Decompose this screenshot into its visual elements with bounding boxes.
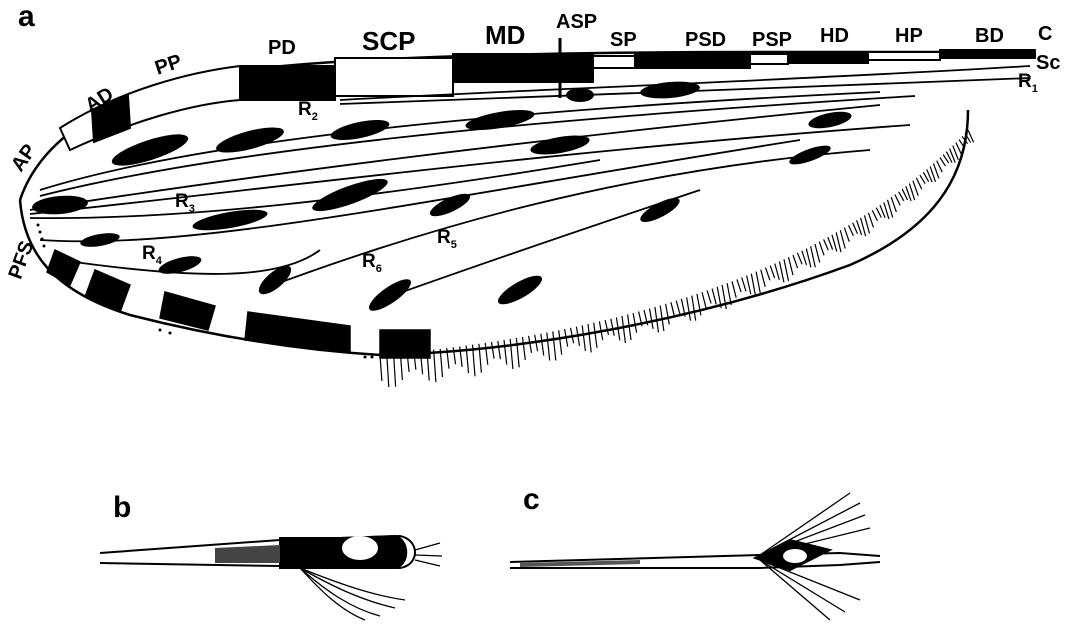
label-HP: HP <box>895 26 923 46</box>
fringe-dark-1 <box>47 250 80 285</box>
label-R6: R6 <box>362 252 382 271</box>
panel-c-pale-spot <box>783 549 807 563</box>
panel-c-label: c <box>523 485 540 515</box>
costal-dark-PD <box>240 66 335 100</box>
fringe-dark-5 <box>380 330 430 358</box>
label-R5: R5 <box>437 228 457 247</box>
fringe-dark-2 <box>85 270 130 312</box>
panel-b-label: b <box>113 493 131 523</box>
panel-b-dark-band <box>280 538 340 568</box>
costal-dark-MD <box>453 54 593 82</box>
label-BD: BD <box>975 26 1004 46</box>
costal-dark-BD <box>940 50 1035 58</box>
label-PSP: PSP <box>752 30 792 50</box>
vein-r5b <box>260 150 870 290</box>
label-SP: SP <box>610 30 637 50</box>
costal-dark-PSD <box>635 54 750 68</box>
label-HD: HD <box>820 26 849 46</box>
label-SCP: SCP <box>362 28 415 54</box>
panel-a-label: a <box>18 2 35 32</box>
label-ASP: ASP <box>556 12 597 32</box>
panel-c-drawing <box>510 493 880 620</box>
fringe-dark-4 <box>245 312 350 352</box>
label-PD: PD <box>268 38 296 58</box>
label-C: C <box>1038 24 1052 44</box>
costal-bar <box>60 38 1035 150</box>
label-PSD: PSD <box>685 30 726 50</box>
label-Sc: Sc <box>1036 53 1060 73</box>
costal-dark-HD <box>788 53 868 63</box>
label-R3: R3 <box>175 192 195 211</box>
label-R4: R4 <box>142 244 162 263</box>
panel-b-drawing <box>100 536 442 620</box>
fringe-hairs <box>380 130 974 387</box>
label-MD: MD <box>485 22 525 48</box>
panel-b-pale-spot <box>342 536 378 560</box>
label-R1: R1 <box>1018 72 1038 91</box>
label-R2: R2 <box>298 100 318 119</box>
